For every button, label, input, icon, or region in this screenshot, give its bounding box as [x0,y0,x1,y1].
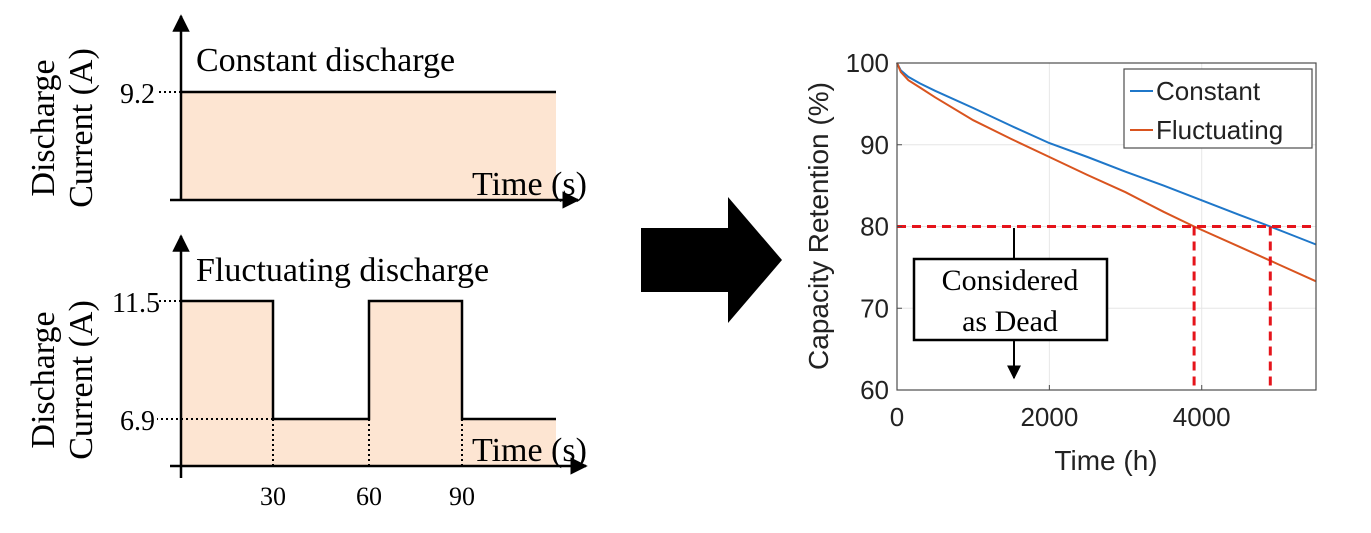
constant-series-line [896,62,1317,246]
legend-constant-label: Constant [1156,76,1261,106]
y-tick-label: 80 [860,212,889,242]
fluctuating-ylabel-line1: Discharge [25,311,62,448]
fluctuating-series-line [896,62,1317,283]
constant-ytick-label: 9.2 [120,79,155,110]
fluctuating-xtick-label-60: 60 [356,482,382,511]
constant-ylabel-line2: Current (A) [63,48,100,208]
plot-series [896,62,1317,283]
fluctuating-xlabel: Time (s) [472,432,587,469]
annotation-line1: Considered [942,264,1079,297]
y-tick-label: 90 [860,130,889,160]
dead-threshold-group [897,225,1316,390]
fluctuating-ytick-label-high: 11.5 [112,288,160,319]
x-tick-label: 2000 [1020,402,1078,432]
annotation-line2: as Dead [962,305,1058,338]
legend-fluctuating-label: Fluctuating [1156,115,1283,145]
fluctuating-ylabel-line2: Current (A) [63,300,100,460]
legend-box [1123,68,1313,149]
fluctuating-title: Fluctuating discharge [196,252,489,289]
fluctuating-xtick-label-90: 90 [449,482,475,511]
y-tick-label: 70 [860,293,889,323]
constant-area-fill [181,92,556,200]
y-tick-label: 100 [846,48,889,78]
fluctuating-xtick-label-30: 30 [260,482,286,511]
x-tick-label: 0 [890,402,904,432]
x-axis-label: Time (h) [1054,445,1157,476]
constant-ylabel-line1: Discharge [25,59,62,196]
x-tick-label: 4000 [1173,402,1231,432]
fluctuating-current-line [181,299,556,421]
fluctuating-ytick-label-low: 6.9 [120,406,155,437]
constant-discharge-panel: Constant discharge 9.2 Time (s) Discharg… [25,14,587,209]
legend: Constant Fluctuating [1123,68,1313,149]
annotation-box [912,257,1109,342]
constant-title: Constant discharge [196,42,455,79]
constant-xlabel: Time (s) [472,166,587,203]
fluctuating-discharge-panel: Fluctuating discharge 11.5 6.9 Time (s) … [25,234,588,511]
y-axis-label: Capacity Retention (%) [803,82,834,370]
plot-ticks: 0 2000 4000 60 70 80 90 100 [846,48,1231,432]
right-arrow-icon [641,197,782,323]
y-tick-label: 60 [860,375,889,405]
